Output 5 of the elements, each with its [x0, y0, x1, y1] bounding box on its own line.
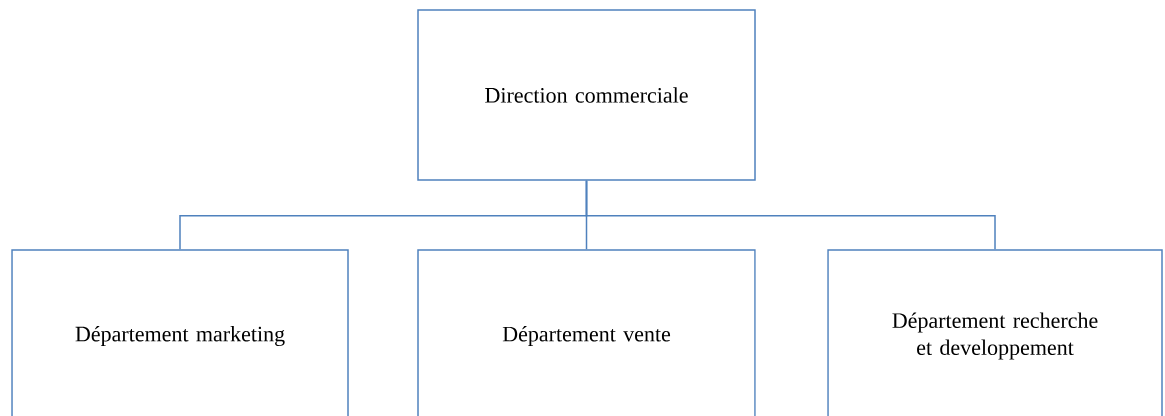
org-box: Direction commerciale [417, 9, 756, 181]
org-box: Département recherche et developpement [827, 249, 1163, 416]
org-box: Département vente [417, 249, 756, 416]
org-box: Département marketing [11, 249, 349, 416]
connector-line [585, 180, 996, 250]
